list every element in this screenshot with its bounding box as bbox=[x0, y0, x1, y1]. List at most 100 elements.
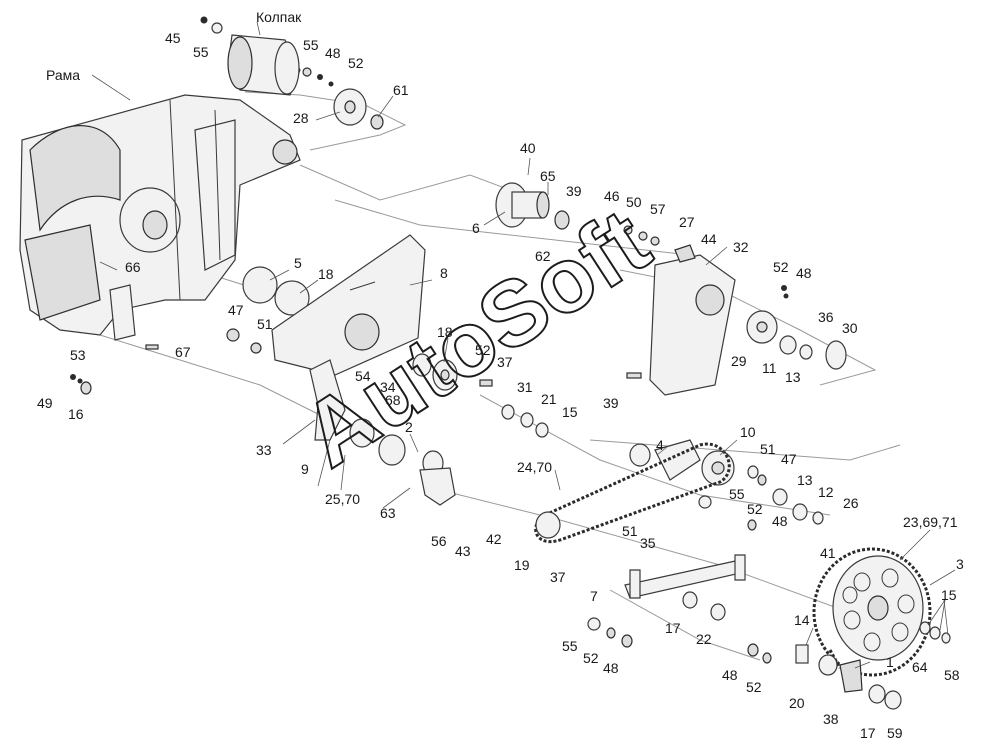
callout-17b: 17 bbox=[860, 725, 876, 741]
callout-11: 11 bbox=[762, 360, 777, 376]
callout-16: 16 bbox=[68, 406, 84, 422]
callout-38: 38 bbox=[823, 711, 839, 727]
callout-55d: 55 bbox=[562, 638, 578, 654]
callout-35: 35 bbox=[640, 535, 656, 551]
callout-29: 29 bbox=[731, 353, 747, 369]
callout-67: 67 bbox=[175, 344, 191, 360]
cap-kolpak bbox=[227, 34, 301, 96]
callout-55: 55 bbox=[193, 44, 209, 60]
callout-34: 34 bbox=[380, 379, 396, 395]
flange-28 bbox=[333, 88, 384, 130]
hub-6 bbox=[495, 182, 570, 230]
plate-32 bbox=[649, 244, 736, 396]
label-kolpak: Колпак bbox=[256, 9, 302, 25]
callout-24-70: 24,70 bbox=[517, 459, 552, 475]
callout-65: 65 bbox=[540, 168, 556, 184]
callout-15: 15 bbox=[562, 404, 578, 420]
callout-66: 66 bbox=[125, 259, 141, 275]
callout-64: 64 bbox=[912, 659, 928, 675]
callout-37: 37 bbox=[497, 354, 513, 370]
callout-46: 46 bbox=[604, 188, 620, 204]
callout-26: 26 bbox=[843, 495, 859, 511]
callout-20: 20 bbox=[789, 695, 805, 711]
callout-53: 53 bbox=[70, 347, 86, 363]
callout-47: 47 bbox=[228, 302, 244, 318]
plate-8 bbox=[271, 234, 426, 376]
callout-52d: 52 bbox=[747, 501, 763, 517]
callout-55b: 55 bbox=[303, 37, 319, 53]
callout-48: 48 bbox=[325, 45, 341, 61]
callout-18: 18 bbox=[318, 266, 334, 282]
callout-62: 62 bbox=[535, 248, 551, 264]
callout-61: 61 bbox=[393, 82, 409, 98]
callout-42: 42 bbox=[486, 531, 502, 547]
callout-18b: 18 bbox=[437, 324, 453, 340]
flange-29-30 bbox=[746, 285, 847, 370]
callout-58: 58 bbox=[944, 667, 960, 683]
callout-10: 10 bbox=[740, 424, 756, 440]
bracket-33 bbox=[309, 359, 456, 506]
label-rama: Рама bbox=[46, 67, 80, 83]
callout-36: 36 bbox=[818, 309, 834, 325]
callout-8: 8 bbox=[440, 265, 448, 281]
callout-41: 41 bbox=[820, 545, 836, 561]
callout-49: 49 bbox=[37, 395, 53, 411]
callout-57: 57 bbox=[650, 201, 666, 217]
callout-7: 7 bbox=[590, 588, 598, 604]
callout-15b: 15 bbox=[941, 587, 957, 603]
callout-48d: 48 bbox=[603, 660, 619, 676]
callout-2: 2 bbox=[405, 419, 413, 435]
callout-30: 30 bbox=[842, 320, 858, 336]
callout-13: 13 bbox=[785, 369, 801, 385]
callout-14: 14 bbox=[794, 612, 810, 628]
callout-31: 31 bbox=[517, 379, 533, 395]
callout-32: 32 bbox=[733, 239, 749, 255]
callout-54: 54 bbox=[355, 368, 371, 384]
callout-12: 12 bbox=[818, 484, 834, 500]
callout-27: 27 bbox=[679, 214, 695, 230]
callout-labels: 45 55 55 48 52 61 28 40 65 39 6 62 46 50… bbox=[37, 30, 964, 741]
callout-45: 45 bbox=[165, 30, 181, 46]
callout-22: 22 bbox=[696, 631, 712, 647]
callout-4: 4 bbox=[656, 437, 664, 453]
callout-28: 28 bbox=[293, 110, 309, 126]
callout-51: 51 bbox=[257, 316, 273, 332]
callout-25-70: 25,70 bbox=[325, 491, 360, 507]
callout-51c: 51 bbox=[622, 523, 638, 539]
callout-44: 44 bbox=[701, 231, 717, 247]
callout-23-69-71: 23,69,71 bbox=[903, 514, 958, 530]
callout-52c: 52 bbox=[475, 342, 491, 358]
callout-52b: 52 bbox=[773, 259, 789, 275]
callout-33: 33 bbox=[256, 442, 272, 458]
callout-39: 39 bbox=[566, 183, 582, 199]
callout-21: 21 bbox=[541, 391, 557, 407]
callout-47b: 47 bbox=[781, 451, 797, 467]
callout-59: 59 bbox=[887, 725, 903, 741]
callout-39b: 39 bbox=[603, 395, 619, 411]
callout-5: 5 bbox=[294, 255, 302, 271]
left-bolts bbox=[70, 16, 660, 395]
callout-52f: 52 bbox=[746, 679, 762, 695]
small-parts-bottom bbox=[587, 617, 951, 710]
beam-7 bbox=[624, 554, 746, 621]
callout-51b: 51 bbox=[760, 441, 776, 457]
callout-55c: 55 bbox=[729, 486, 745, 502]
callout-63: 63 bbox=[380, 505, 396, 521]
callout-48e: 48 bbox=[722, 667, 738, 683]
sprocket-3 bbox=[812, 547, 932, 693]
leader-lines bbox=[91, 21, 956, 669]
callout-3: 3 bbox=[956, 556, 964, 572]
callout-40: 40 bbox=[520, 140, 536, 156]
callout-1: 1 bbox=[886, 654, 894, 670]
callout-48b: 48 bbox=[796, 265, 812, 281]
callout-50: 50 bbox=[626, 194, 642, 210]
callout-43: 43 bbox=[455, 543, 471, 559]
callout-52: 52 bbox=[348, 55, 364, 71]
disc-5 bbox=[226, 266, 310, 354]
washer-group-right bbox=[698, 465, 824, 531]
callout-19: 19 bbox=[514, 557, 530, 573]
callout-9: 9 bbox=[301, 461, 309, 477]
callout-17: 17 bbox=[665, 620, 681, 636]
